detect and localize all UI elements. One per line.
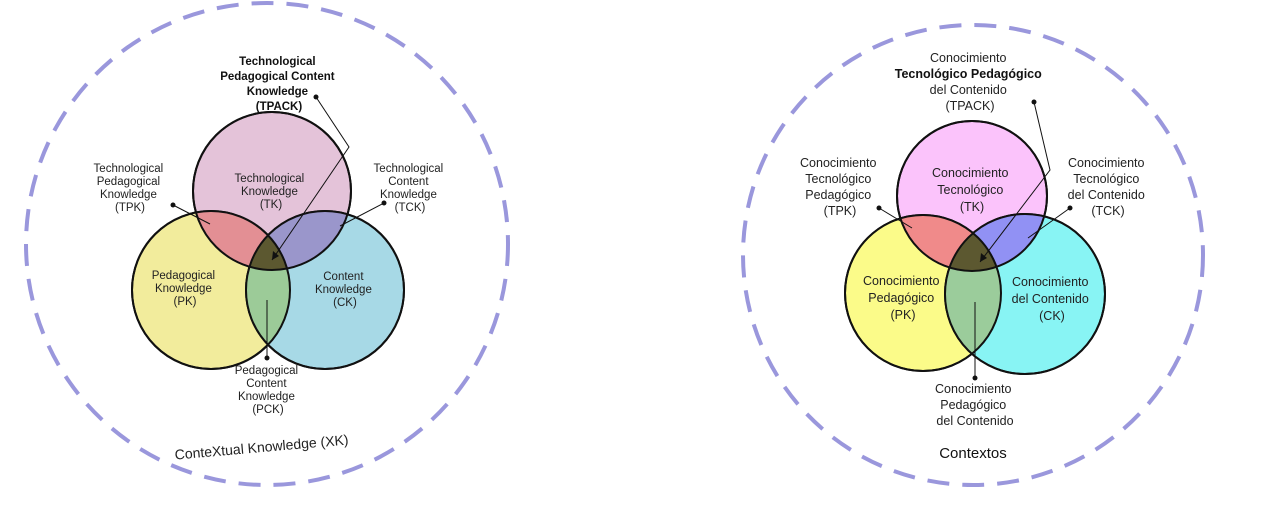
tpk-label: Technological Pedagogical Knowledge (TPK…	[94, 163, 167, 214]
pk-label: Pedagogical Knowledge (PK)	[152, 270, 219, 308]
tck-overlap	[246, 211, 351, 270]
pck-label-es: Conocimiento Pedagógico del Contenido	[935, 382, 1015, 428]
tpack-label-es: Conocimiento Tecnológico Pedagógico del …	[895, 51, 1046, 113]
english-diagram: Technological Knowledge (TK) Pedagogical…	[24, 1, 510, 487]
tck-label: Technological Content Knowledge (TCK)	[374, 163, 447, 214]
tck-label-es: Conocimiento Tecnológico del Contenido (…	[1068, 156, 1149, 218]
contextual-knowledge-circle	[24, 1, 510, 487]
ck-label-es: Conocimiento del Contenido (CK)	[1012, 275, 1093, 323]
spanish-leader-lines	[876, 99, 1073, 381]
tpk-overlap	[193, 211, 290, 270]
tk-label: Technological Knowledge (TK)	[235, 173, 308, 211]
english-leader-lines	[170, 94, 387, 361]
tpack-label: Technological Pedagogical Content Knowle…	[220, 56, 338, 113]
pk-label-es: Conocimiento Pedagógico (PK)	[863, 274, 943, 322]
pck-label: Pedagogical Content Knowledge (PCK)	[235, 365, 302, 416]
spanish-diagram: Conocimiento Tecnológico (TK) Conocimien…	[741, 23, 1205, 487]
tpack-overlap-es	[945, 215, 1001, 271]
tpk-label-es: Conocimiento Tecnológico Pedagógico (TPK…	[800, 156, 880, 218]
contextual-knowledge-label: ConteXtual Knowledge (XK)	[174, 431, 349, 462]
contextos-label: Contextos	[939, 445, 1007, 462]
tk-label-es: Conocimiento Tecnológico (TK)	[932, 166, 1012, 214]
contextos-circle	[741, 23, 1205, 487]
ck-label: Content Knowledge (CK)	[315, 271, 375, 309]
